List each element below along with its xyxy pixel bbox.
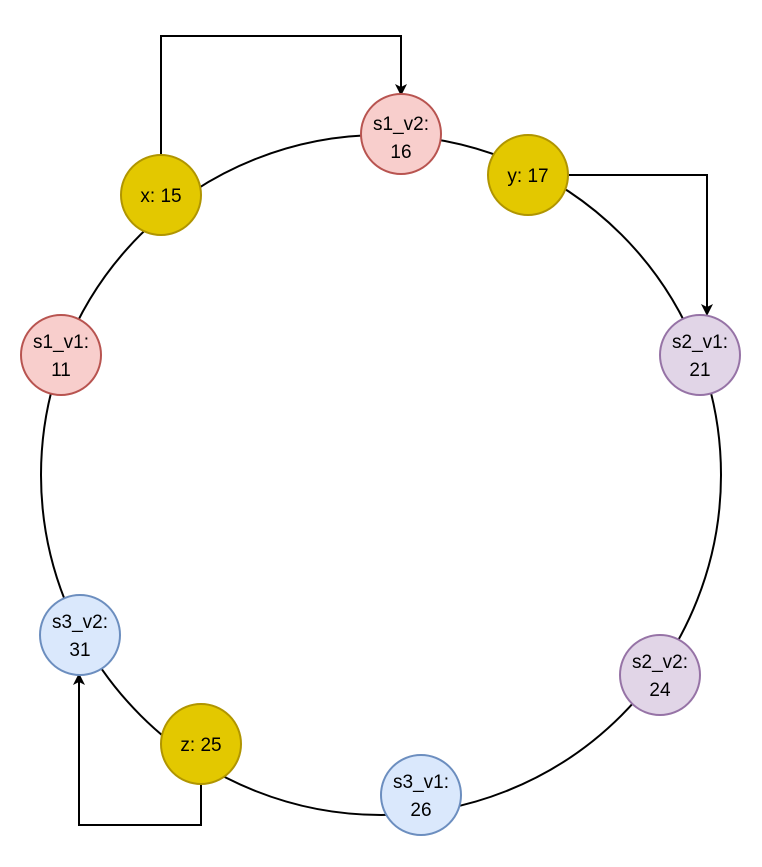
node-s2-v1: s2_v1: 21 bbox=[659, 314, 741, 396]
node-s2-v2-circle bbox=[619, 634, 701, 716]
node-s2-v2-value: 24 bbox=[649, 680, 671, 701]
hash-ring bbox=[40, 134, 722, 816]
node-key-z-circle bbox=[160, 703, 242, 785]
node-key-x-label: x: 15 bbox=[140, 186, 181, 207]
node-key-y-circle bbox=[487, 134, 569, 216]
node-key-y-label: y: 17 bbox=[507, 166, 548, 187]
node-s2-v2: s2_v2: 24 bbox=[619, 634, 701, 716]
node-key-y: y: 17 bbox=[487, 134, 569, 216]
arrow-z-to-s3-v2 bbox=[73, 673, 202, 826]
node-s3-v1-value: 26 bbox=[410, 800, 431, 821]
node-s1-v2-value: 16 bbox=[390, 142, 411, 163]
node-s1-v2-name: s1_v2: bbox=[373, 114, 429, 135]
node-s3-v1-circle bbox=[380, 754, 462, 836]
node-s1-v1-value: 11 bbox=[51, 360, 71, 381]
node-s2-v1-value: 21 bbox=[689, 360, 710, 381]
node-s1-v2-circle bbox=[360, 93, 442, 175]
node-key-x-circle bbox=[120, 154, 202, 236]
node-key-z-label: z: 25 bbox=[180, 735, 221, 756]
node-key-x: x: 15 bbox=[120, 154, 202, 236]
node-s3-v2: s3_v2: 31 bbox=[39, 594, 121, 676]
node-s3-v2-name: s3_v2: bbox=[52, 612, 108, 633]
node-s1-v1-name: s1_v1: bbox=[33, 332, 89, 353]
node-s1-v2: s1_v2: 16 bbox=[360, 93, 442, 175]
node-s3-v1-name: s3_v1: bbox=[393, 772, 449, 793]
arrow-x-to-s1-v2 bbox=[160, 35, 407, 156]
node-s2-v2-name: s2_v2: bbox=[632, 652, 688, 673]
node-key-z: z: 25 bbox=[160, 703, 242, 785]
node-s1-v1: s1_v1: 11 bbox=[20, 314, 102, 396]
node-s3-v2-value: 31 bbox=[69, 640, 90, 661]
node-s2-v1-name: s2_v1: bbox=[672, 332, 728, 353]
node-s3-v1: s3_v1: 26 bbox=[380, 754, 462, 836]
arrow-y-to-s2-v1 bbox=[569, 174, 713, 316]
node-s3-v2-circle bbox=[39, 594, 121, 676]
node-s2-v1-circle bbox=[659, 314, 741, 396]
node-s1-v1-circle bbox=[20, 314, 102, 396]
